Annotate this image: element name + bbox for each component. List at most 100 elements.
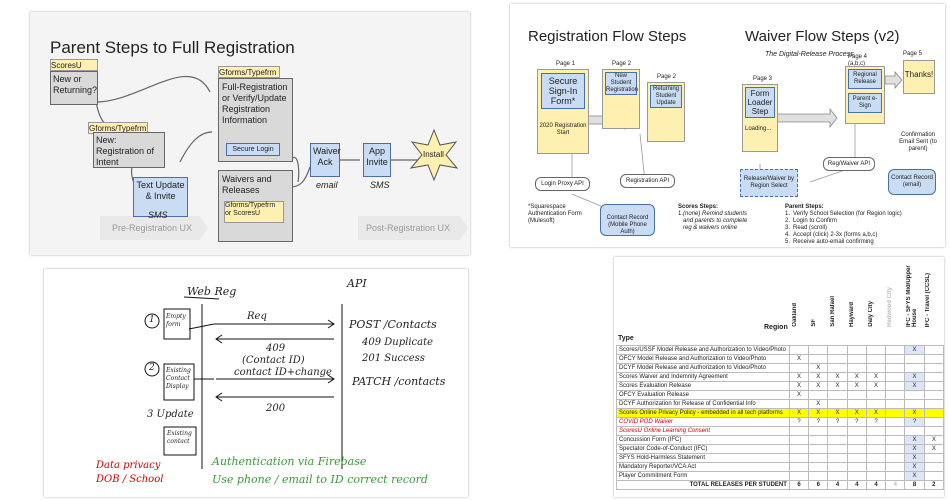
post-registration-arrow bbox=[358, 216, 468, 240]
whiteboard-lines bbox=[144, 296, 343, 469]
matrix-row: OFCY Model Release and Authorization to … bbox=[616, 354, 944, 364]
matrix-cell bbox=[808, 444, 829, 454]
matrix-cell bbox=[827, 354, 848, 364]
matrix-cell: X bbox=[788, 354, 810, 364]
matrix-cell bbox=[865, 444, 887, 454]
gforms-tag-3: Gforms/Typefrm or ScoresU bbox=[224, 201, 284, 223]
regional-release-box: Regional Release Parent e-Sign bbox=[845, 66, 885, 124]
web-reg-label: Web Reg bbox=[187, 285, 237, 298]
total-cell: 4 bbox=[827, 480, 848, 490]
matrix-cell bbox=[904, 363, 925, 373]
matrix-cell bbox=[885, 444, 906, 454]
matrix-cell bbox=[846, 399, 867, 409]
matrix-cell: X bbox=[904, 345, 925, 355]
matrix-cell bbox=[923, 426, 944, 436]
matrix-cell bbox=[865, 471, 887, 481]
parent-step-1: 1.Verify School Selection (for Region lo… bbox=[785, 211, 902, 217]
matrix-row-label: Scores Online Privacy Policy - embedded … bbox=[616, 408, 790, 418]
matrix-cell bbox=[827, 345, 848, 355]
matrix-cell bbox=[904, 354, 925, 364]
matrix-cell bbox=[827, 453, 848, 463]
matrix-cell bbox=[923, 390, 944, 400]
parent-steps: Parent Steps: 1.Verify School Selection … bbox=[785, 204, 940, 246]
type-label: Type bbox=[618, 335, 634, 342]
step1-label: Empty form bbox=[166, 313, 186, 328]
matrix-cell bbox=[885, 345, 906, 355]
total-cell: 8 bbox=[904, 480, 925, 490]
parent-step-2: 2.Login to Confirm bbox=[785, 218, 838, 224]
new-student-box: New Student Registration bbox=[602, 69, 640, 129]
matrix-cell: X bbox=[865, 381, 887, 391]
matrix-cell bbox=[788, 399, 810, 409]
matrix-cell bbox=[865, 354, 887, 364]
column-header-sf: SF bbox=[811, 319, 817, 327]
matrix-cell bbox=[808, 345, 829, 355]
matrix-cell bbox=[885, 372, 906, 382]
matrix-cell bbox=[808, 471, 829, 481]
matrix-cell bbox=[885, 354, 906, 364]
confirmation-email-label: Confirmation Email Sent (to parent) bbox=[899, 132, 937, 152]
reg-waiver-api-box: Reg/Waiver API bbox=[823, 157, 875, 171]
matrix-row-label: Player Commitment Form bbox=[616, 471, 790, 481]
waiver-title: Waiver Flow Steps (v2) bbox=[745, 28, 900, 45]
matrix-cell bbox=[885, 471, 906, 481]
matrix-cell bbox=[846, 345, 867, 355]
matrix-cell bbox=[885, 462, 906, 472]
matrix-cell: X bbox=[827, 408, 848, 418]
parent-step-3: 3.Read (scroll) bbox=[785, 225, 828, 231]
matrix-cell bbox=[865, 399, 887, 409]
post-contacts-label: POST /Contacts bbox=[349, 318, 437, 331]
matrix-cell bbox=[885, 417, 906, 427]
total-cell: 4 bbox=[846, 480, 867, 490]
matrix-cell: X bbox=[904, 408, 925, 418]
matrix-cell: ? bbox=[827, 417, 848, 427]
matrix-cell bbox=[788, 363, 810, 373]
matrix-cell bbox=[923, 399, 944, 409]
page-title: Parent Steps to Full Registration bbox=[50, 38, 295, 57]
thanks-box: Thanks! bbox=[903, 60, 935, 94]
matrix-cell bbox=[885, 363, 906, 373]
step3-box-label: Existing contact bbox=[167, 430, 192, 445]
column-header-hayward: Hayward bbox=[849, 301, 855, 327]
matrix-cell bbox=[923, 363, 944, 373]
waivers-label: Waivers and Releases bbox=[222, 174, 272, 195]
matrix-cell bbox=[827, 363, 848, 373]
matrix-cell bbox=[846, 471, 867, 481]
matrix-cell: X bbox=[904, 462, 925, 472]
matrix-cell bbox=[923, 372, 944, 382]
new-registration-box: New: Registration of Intent bbox=[93, 132, 165, 168]
total-cell: 6 bbox=[808, 480, 829, 490]
secure-signin-label: Secure Sign-In Form* bbox=[541, 73, 585, 109]
matrix-row: COVID POD Waiver?????? bbox=[616, 417, 944, 427]
auth-note-1: Authentication via Firebase bbox=[212, 455, 367, 468]
region-label: Region bbox=[764, 324, 788, 331]
scores-steps: Scores Steps: 1.(none) Remind students a… bbox=[678, 204, 750, 232]
column-header-oakland: Oakland bbox=[792, 303, 798, 327]
registration-title: Registration Flow Steps bbox=[528, 28, 687, 45]
matrix-cell bbox=[923, 354, 944, 364]
form-loader-label: Form Loader Step bbox=[745, 87, 775, 118]
matrix-cell bbox=[885, 426, 906, 436]
matrix-cell: X bbox=[865, 408, 887, 418]
matrix-cell bbox=[865, 390, 887, 400]
matrix-cell bbox=[827, 426, 848, 436]
contact-record-email-box: Contact Record (email) bbox=[888, 169, 936, 195]
parent-step-5: 5.Receive auto-email confirming bbox=[785, 239, 874, 245]
matrix-cell bbox=[788, 435, 810, 445]
matrix-row-label: Spectator Code-of-Conduct (IFC) bbox=[616, 444, 790, 454]
step3-label: 3 Update bbox=[147, 409, 194, 420]
contact-id-label: (Contact ID) bbox=[242, 355, 305, 366]
matrix-row-label: SFYS Hold-Harmless Statement bbox=[616, 453, 790, 463]
matrix-cell bbox=[885, 390, 906, 400]
total-cell: 2 bbox=[923, 480, 944, 490]
step2-number: 2 bbox=[149, 363, 155, 373]
matrix-cell: X bbox=[865, 372, 887, 382]
matrix-row-label: OFCY Model Release and Authorization to … bbox=[616, 354, 790, 364]
matrix-cell: ? bbox=[808, 417, 829, 427]
